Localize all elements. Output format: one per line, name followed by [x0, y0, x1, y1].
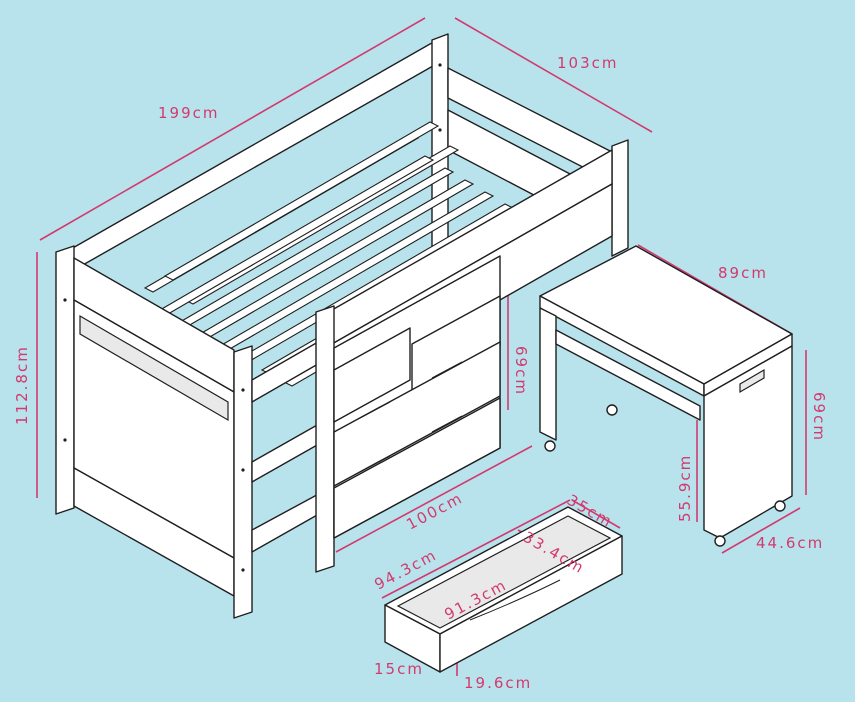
chest-bottom-drawer: [333, 397, 501, 539]
bed-length-label: 199cm: [158, 104, 220, 122]
drawer-outer-width-line: [571, 499, 621, 529]
chest-of-drawers: [333, 255, 501, 539]
bed-front-left-post: [233, 345, 253, 619]
bed-screws: [63, 63, 442, 572]
drawer-inside: [396, 515, 612, 629]
desk-leg-height-label: 55.9cm: [676, 454, 694, 522]
drawer-side: [439, 535, 623, 673]
bed-end-recess: [79, 314, 229, 422]
desk-height-label: 69cm: [810, 392, 828, 442]
bed-right-post: [611, 139, 629, 257]
chest-open-shelf: [333, 327, 411, 423]
bed-width-line: [454, 17, 653, 133]
pull-out-desk: [539, 245, 793, 547]
desk-shelf: [555, 329, 701, 421]
desk-handle: [739, 368, 765, 394]
bed-width-label: 103cm: [557, 54, 619, 72]
desk-length-label: 89cm: [718, 264, 768, 282]
bed-left-back-post: [55, 245, 75, 515]
cabin-bed: [55, 33, 629, 619]
desk-depth-line: [721, 507, 801, 554]
drawer-outer-length-line: [381, 499, 571, 599]
under-bed-height-label: 69cm: [512, 346, 530, 396]
desk-right-panel: [703, 345, 793, 539]
chest-width-line: [335, 445, 533, 553]
bed-length-line: [39, 17, 426, 241]
drawer-cutout: [469, 579, 561, 621]
trundle-drawer: [384, 506, 623, 673]
bed-height-label: 112.8cm: [13, 345, 31, 425]
desk-castors: [544, 404, 786, 547]
drawer-height-label: 15cm: [374, 660, 424, 678]
drawer-inner-height-label: 19.6cm: [464, 674, 532, 692]
shelf-unit: [251, 305, 335, 573]
desk-depth-label: 44.6cm: [756, 534, 824, 552]
chest-middle-drawer: [333, 341, 501, 487]
desk-left-leg: [539, 307, 557, 441]
